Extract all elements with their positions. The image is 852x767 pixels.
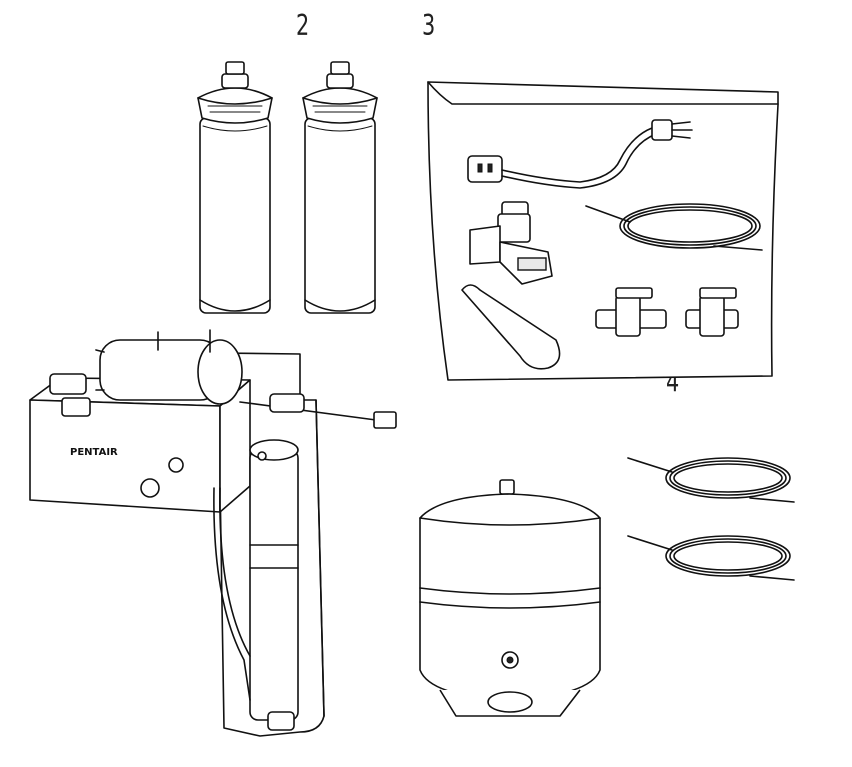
filter-cartridge-2 — [197, 61, 273, 314]
pump-assembly-icon: PENTAIR — [29, 329, 397, 737]
accessory-kit-bag — [427, 81, 779, 381]
tubing-coil-icon — [627, 535, 795, 581]
storage-tank-icon — [419, 479, 601, 717]
power-cord-icon — [467, 119, 693, 189]
drain-plug-icon — [461, 284, 561, 370]
accessory-kit-icon — [427, 81, 779, 381]
valve-icon — [595, 287, 667, 337]
pump-assembly: PENTAIR — [29, 329, 397, 737]
storage-tank — [419, 479, 601, 717]
filter-cartridge-3 — [302, 61, 378, 314]
callout-2: 2 — [296, 9, 309, 42]
tubing-coil-5 — [627, 457, 795, 503]
faucet-adapter-icon — [469, 201, 553, 285]
valve-icon — [685, 287, 739, 337]
tubing-coil-6 — [627, 535, 795, 581]
callout-3: 3 — [422, 9, 435, 42]
brand-label: PENTAIR — [70, 447, 118, 458]
filter-cartridge-icon — [302, 61, 378, 314]
tubing-coil-icon — [585, 203, 763, 251]
filter-cartridge-icon — [197, 61, 273, 314]
tubing-coil-icon — [627, 457, 795, 503]
